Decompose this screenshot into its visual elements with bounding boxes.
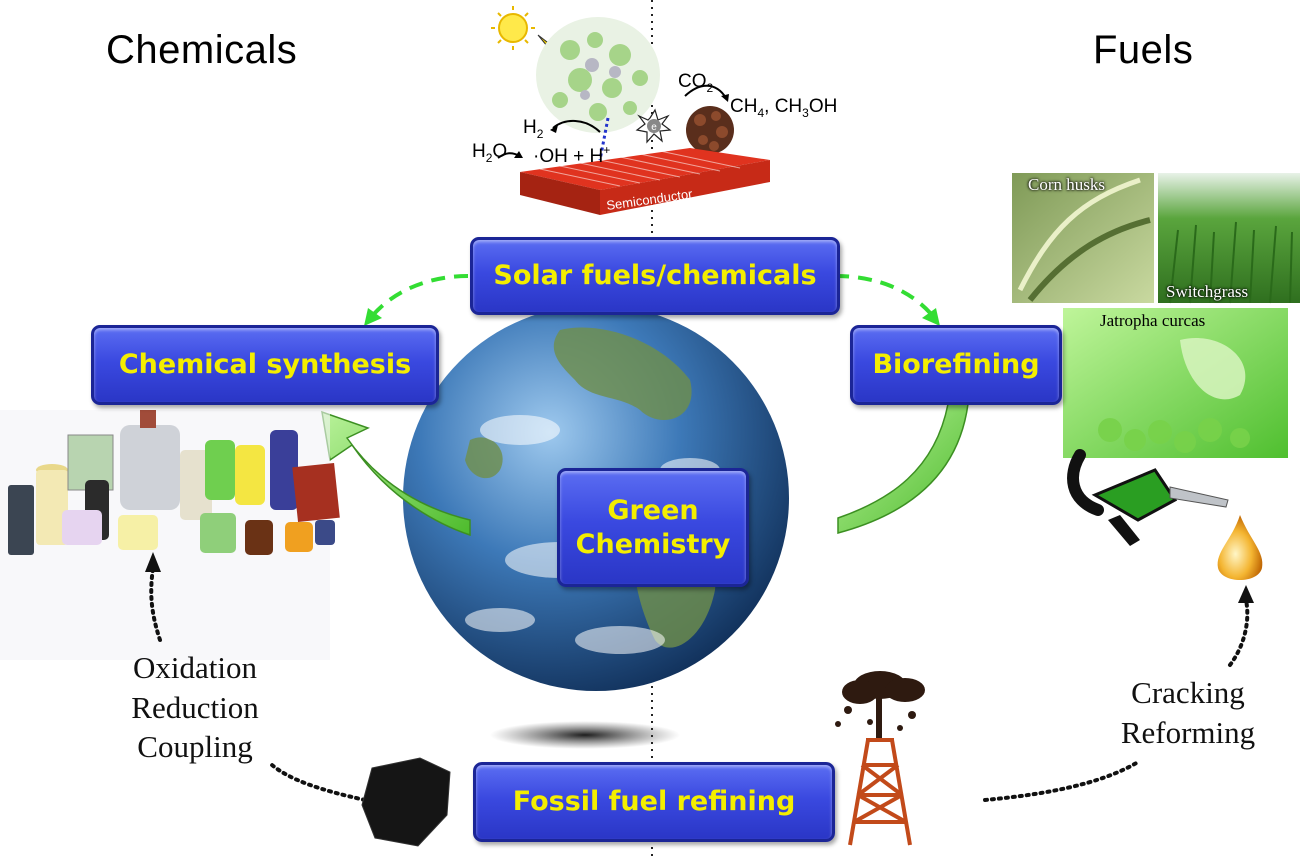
sun-icon xyxy=(491,6,535,50)
dashed-arrow-to-synthesis xyxy=(373,276,468,315)
solar-scheme-illustration: e Semiconductor xyxy=(491,6,770,215)
dashed-arrow-to-biorefining xyxy=(835,276,932,315)
catalyst-particle-icon xyxy=(686,106,734,154)
solar-fuels-label: Solar fuels/chemicals xyxy=(493,259,816,293)
coupling-label: Coupling xyxy=(100,727,290,767)
fuel-nozzle-icon xyxy=(1073,455,1228,546)
h2-formula: H2 xyxy=(523,117,544,141)
dotted-arrow-coal-to-oxidation xyxy=(272,765,365,800)
right-green-arrow xyxy=(838,404,968,533)
consumer-products-illustration xyxy=(0,410,340,660)
oxidation-label: Oxidation xyxy=(100,648,290,688)
jatropha-label: Jatropha curcas xyxy=(1100,311,1205,331)
green-chemistry-line2: Chemistry xyxy=(576,528,731,562)
chemical-synthesis-label: Chemical synthesis xyxy=(119,348,411,382)
chemicals-heading: Chemicals xyxy=(106,28,297,73)
methane-methanol-formula: CH4, CH3OH xyxy=(730,96,837,120)
radicals-formula: ·OH + H+ xyxy=(533,143,610,167)
corn-husks-label: Corn husks xyxy=(1028,175,1105,195)
co2-formula: CO2 xyxy=(678,71,714,95)
dotted-arrow-oilrig-to-cracking xyxy=(985,762,1138,800)
dotted-arrow-reforming-to-drop xyxy=(1230,600,1247,665)
solar-fuels-box: Solar fuels/chemicals xyxy=(470,237,840,315)
cracking-label: Cracking xyxy=(1098,673,1278,713)
oil-drop-icon xyxy=(1218,515,1263,580)
reduction-label: Reduction xyxy=(100,688,290,728)
electron-label: e xyxy=(651,122,657,133)
green-chemistry-box: Green Chemistry xyxy=(557,468,749,587)
biorefining-box: Biorefining xyxy=(850,325,1062,405)
fuels-heading: Fuels xyxy=(1093,28,1193,73)
fossil-fuel-refining-label: Fossil fuel refining xyxy=(513,785,796,819)
right-process-labels: Cracking Reforming xyxy=(1098,673,1278,752)
left-process-labels: Oxidation Reduction Coupling xyxy=(100,648,290,767)
coal-lump-icon xyxy=(362,758,450,846)
biorefining-label: Biorefining xyxy=(872,348,1039,382)
fossil-fuel-refining-box: Fossil fuel refining xyxy=(473,762,835,842)
protein-cluster-icon xyxy=(536,17,660,133)
oil-rig-icon xyxy=(835,671,925,845)
chemical-synthesis-box: Chemical synthesis xyxy=(91,325,439,405)
switchgrass-label: Switchgrass xyxy=(1166,282,1248,302)
green-chemistry-line1: Green xyxy=(607,494,698,528)
reforming-label: Reforming xyxy=(1098,713,1278,753)
water-formula: H2O xyxy=(472,141,507,165)
earth-shadow xyxy=(490,721,680,749)
